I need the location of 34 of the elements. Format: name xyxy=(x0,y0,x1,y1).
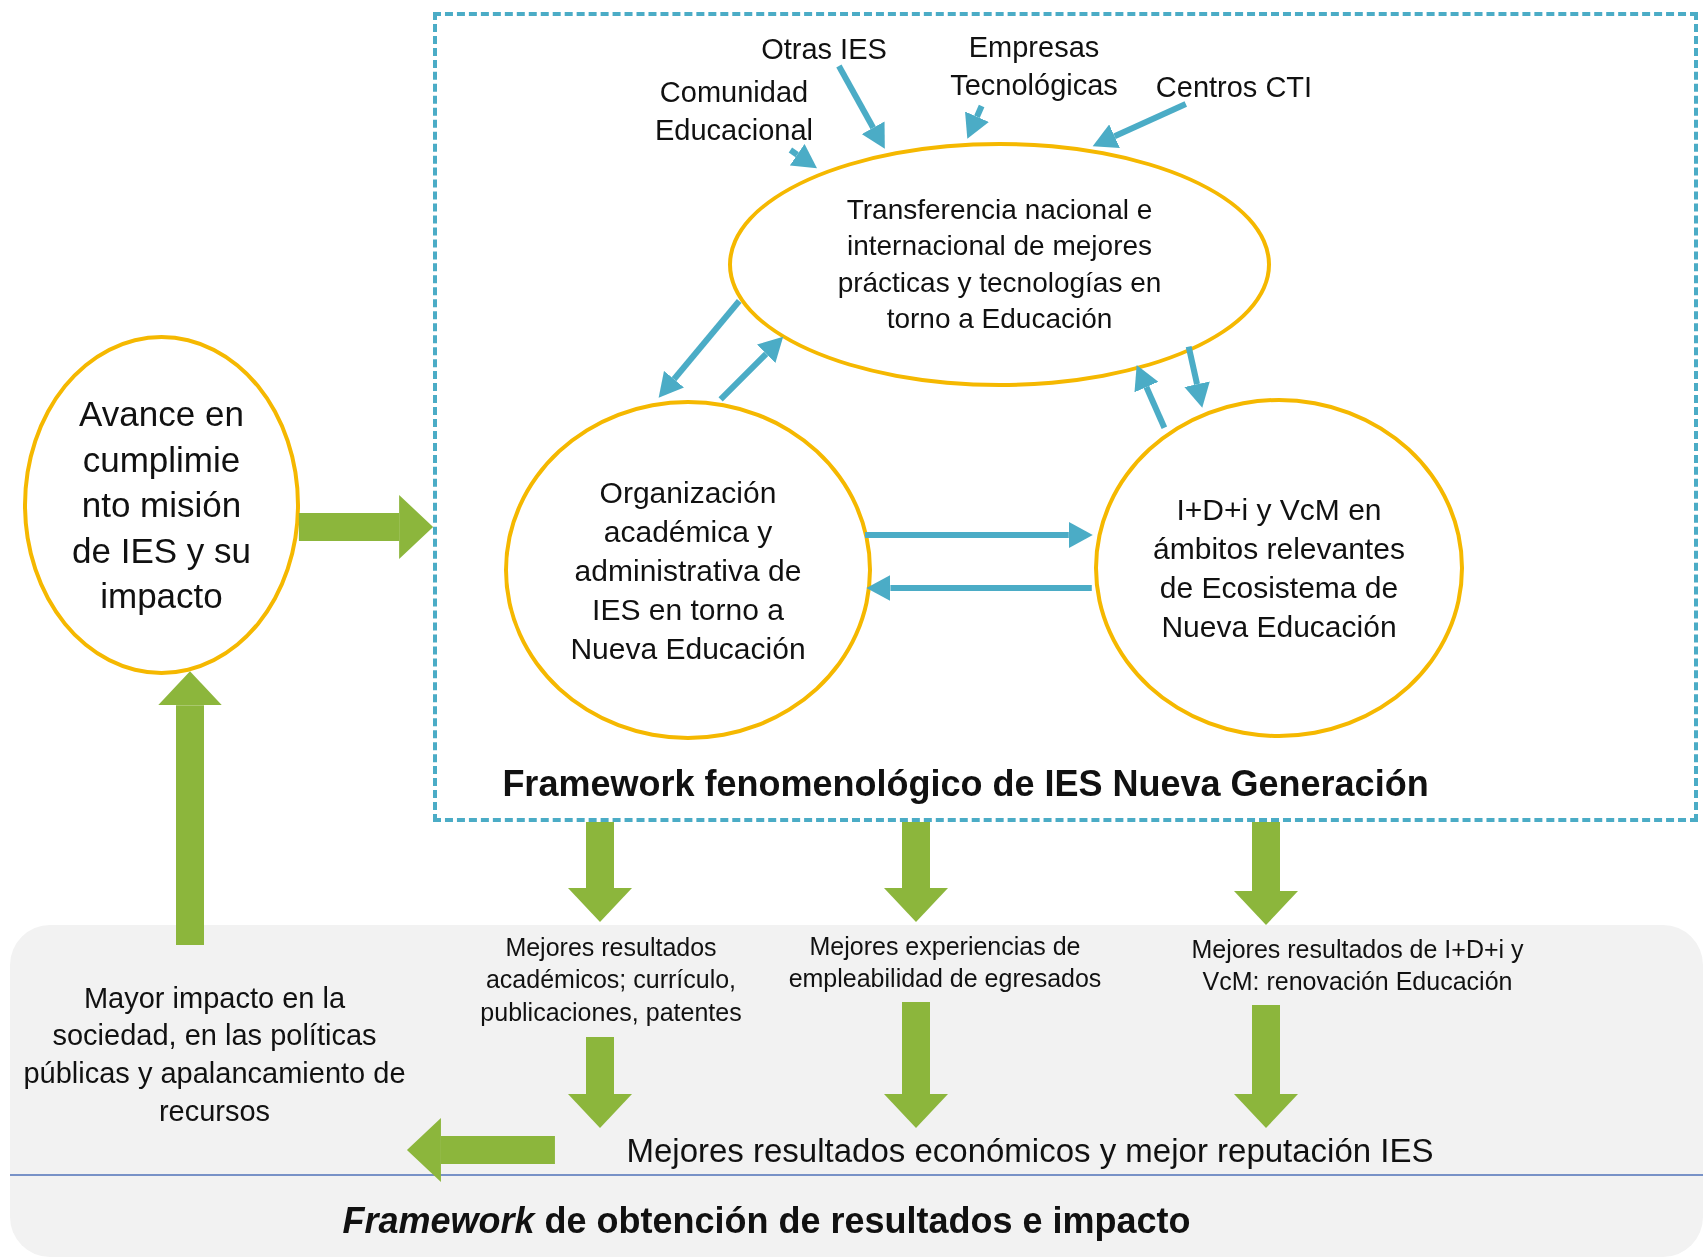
block-arrow xyxy=(568,1037,632,1129)
text-label: Empresas Tecnológicas xyxy=(929,24,1139,110)
arrow xyxy=(1092,101,1188,149)
arrow xyxy=(1134,365,1168,429)
block-arrow xyxy=(1234,822,1298,926)
block-arrow xyxy=(884,1002,948,1128)
node-text: Avance en cumplimie nto misión de IES y su impacto xyxy=(71,393,252,618)
section-title: Framework fenomenológico de IES Nueva Generación xyxy=(501,762,1430,807)
node-text: I+D+i y VcM en ámbitos relevantes de Ecosistema de Nueva Educación xyxy=(1152,492,1406,645)
arrow xyxy=(658,299,742,398)
text-label: Mayor impacto en la sociedad, en las políticas públicas y apalancamiento de recursos xyxy=(22,945,407,1165)
arrow xyxy=(718,336,784,402)
text-label: Comunidad Educacional xyxy=(634,70,834,154)
block-arrow xyxy=(406,1118,555,1182)
arrow xyxy=(1184,345,1210,408)
node-text: Transferencia nacional e internacional de mejores prácticas y tecnologías en torno a Educación xyxy=(836,192,1163,336)
block-arrow xyxy=(884,822,948,923)
arrow xyxy=(865,522,1093,548)
node-text: Organización académica y administrativa de IES en torno a Nueva Educación xyxy=(569,474,807,667)
block-arrow xyxy=(1234,1005,1298,1128)
text-label: Mejores resultados económicos y mejor reputación IES xyxy=(555,1128,1505,1174)
section-title: Framework de obtención de resultados e impacto xyxy=(341,1199,1192,1244)
text-label: Otras IES xyxy=(754,30,894,70)
panel xyxy=(10,925,1703,1257)
arrow xyxy=(788,143,817,169)
block-arrow xyxy=(568,822,632,923)
block-arrow xyxy=(158,671,222,945)
arrow xyxy=(965,104,989,139)
dashed-frame xyxy=(433,12,1698,822)
text-label: Mejores resultados de I+D+i y VcM: renovación Educación xyxy=(1160,925,1555,1005)
arrow xyxy=(866,575,1092,601)
arrow xyxy=(836,64,885,149)
text-label: Centros CTI xyxy=(1144,68,1324,108)
block-arrow xyxy=(298,495,434,559)
